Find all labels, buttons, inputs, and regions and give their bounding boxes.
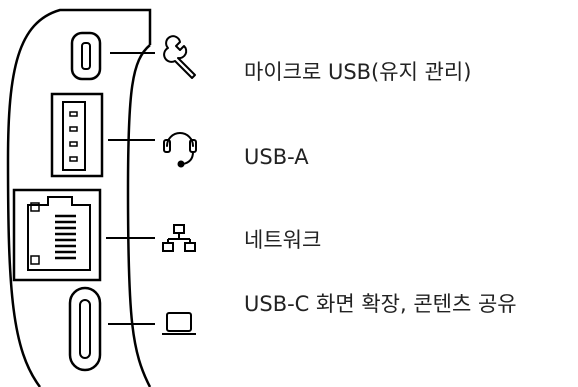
- micro-usb-label: 마이크로 USB(유지 관리): [244, 60, 472, 84]
- usb-c-label: USB-C 화면 확장, 콘텐츠 공유: [244, 292, 517, 316]
- headset-icon: [163, 132, 197, 168]
- usb-a-port: [50, 92, 104, 178]
- usb-c-port: [68, 286, 102, 372]
- laptop-icon: [162, 312, 196, 335]
- micro-usb-port: [70, 31, 102, 81]
- usb-a-label: USB-A: [244, 145, 309, 169]
- ethernet-port: [12, 188, 102, 282]
- wrench-icon: [163, 35, 196, 79]
- device-outline: [6, 8, 152, 387]
- network-icon: [162, 224, 196, 252]
- network-label: 네트워크: [244, 228, 322, 252]
